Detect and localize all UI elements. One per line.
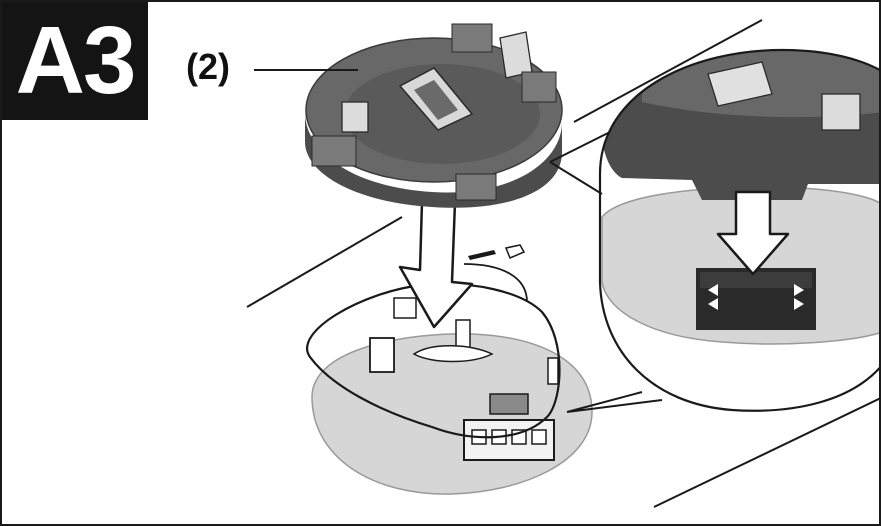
insert-arrow-icon <box>398 200 474 329</box>
housing-marking <box>468 244 526 260</box>
board-pin <box>547 357 559 385</box>
board-chip <box>489 393 529 415</box>
detail-magnifier <box>549 48 879 413</box>
board-component <box>369 337 395 373</box>
detail-chip <box>696 268 816 330</box>
holder-clip-left <box>341 101 369 133</box>
board-contact-pad <box>412 345 494 363</box>
guide-lines <box>246 19 879 508</box>
part-callout-label: (2) <box>186 46 230 87</box>
circuit-board <box>311 244 593 495</box>
step-badge: A3 <box>2 2 148 120</box>
board-component-small <box>393 297 417 319</box>
focus-outline <box>306 282 561 439</box>
detail-pointer-top <box>549 131 611 195</box>
detail-pointer-bottom <box>566 391 663 413</box>
holder-clip-right <box>499 31 533 79</box>
housing-rim <box>463 263 528 303</box>
battery-holder <box>305 23 563 208</box>
detail-arrow-icon <box>716 190 790 276</box>
board-connector <box>463 419 555 461</box>
